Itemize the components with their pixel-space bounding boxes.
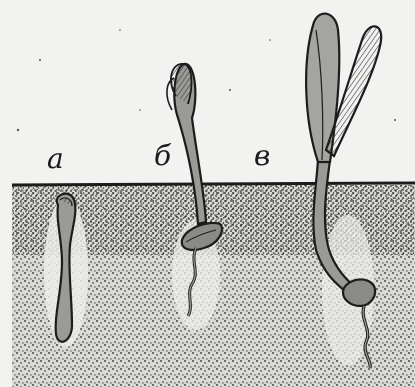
stage-label-a: а (47, 145, 64, 173)
soil-surface-line (12, 183, 415, 185)
stage-label-b: б (154, 142, 171, 170)
stage-label-c: в (254, 142, 270, 170)
